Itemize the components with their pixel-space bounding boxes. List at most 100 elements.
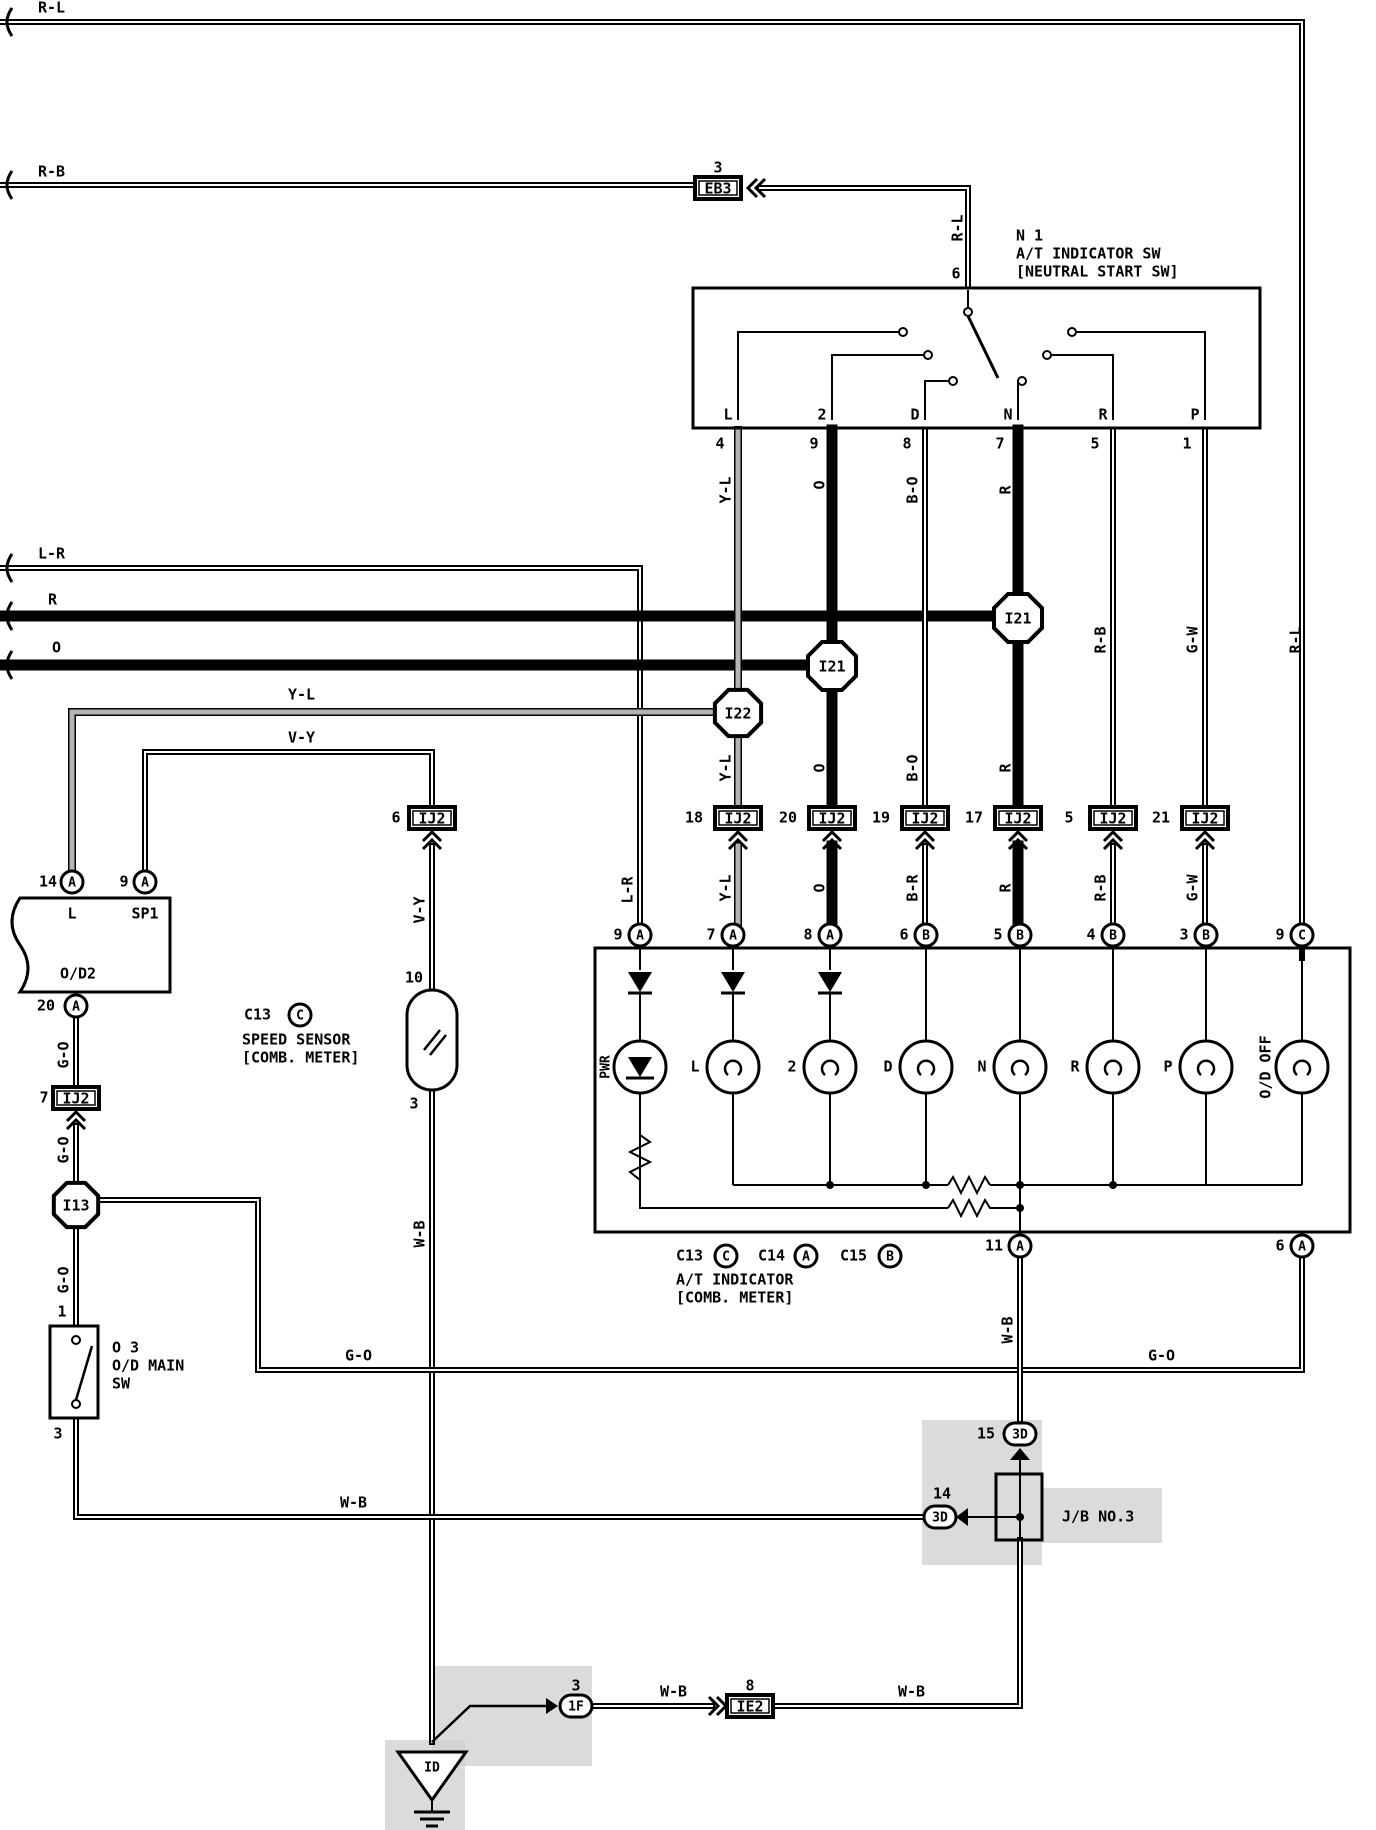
connector-box-inner [698, 180, 738, 196]
at-indicator [593, 946, 1352, 1234]
junction-dot [1109, 1181, 1117, 1189]
junction-dot [1016, 1513, 1024, 1521]
connector-letter: A [68, 876, 76, 891]
caption-c13: C13 [676, 1247, 703, 1265]
ground-arrow-icon [546, 1698, 558, 1714]
lamp-icon [802, 1039, 858, 1095]
caption-at-indicator: A/T INDICATOR [676, 1271, 794, 1289]
arrow-up-icon [1007, 837, 1029, 851]
connector-id: IJ2 [62, 1090, 89, 1108]
eb3-pin: 3 [713, 159, 722, 177]
resistor-icon [947, 1174, 991, 1196]
connector-letter: C [296, 1009, 304, 1024]
switch-contact-line [1017, 380, 1022, 420]
arrow-up-icon [727, 829, 749, 843]
speed-sensor-slash [423, 1029, 441, 1051]
speed-pin-bot: 3 [409, 1095, 418, 1113]
ecu-pin-l-num: 14 [39, 873, 57, 891]
od-sw-contact [71, 1399, 81, 1409]
arrow-up-icon [914, 829, 936, 843]
connector-letter: B [1202, 929, 1210, 944]
wire-w-b-jb-down [775, 1539, 1021, 1707]
resistor-pwr-icon [627, 1134, 948, 1209]
wire-label-w-b-ground-2: W-B [898, 1683, 925, 1701]
arrow-left-icon [745, 177, 759, 199]
arrow-up-icon [821, 837, 843, 851]
wire-l-r [0, 567, 641, 923]
connector-id: 3D [932, 1511, 948, 1526]
wire-label-g-o-bottom: G-O [345, 1347, 372, 1365]
arrow-up-icon [421, 837, 443, 851]
arrow-left-icon [753, 177, 767, 199]
wire-label-g-o-2: G-O [55, 1136, 73, 1163]
connector-id: IJ2 [818, 810, 845, 828]
speed-sensor-slash [429, 1034, 447, 1056]
connector-id: EB3 [704, 180, 731, 198]
switch-pin: 4 [715, 435, 724, 453]
connector-box-inner [1093, 810, 1133, 826]
od-sw-blade [74, 1345, 94, 1401]
switch-sub: [NEUTRAL START SW] [1016, 263, 1179, 281]
lamp-icon [1178, 1039, 1234, 1095]
wire-break-icon [5, 650, 14, 680]
ecu-label-sp1: SP1 [131, 905, 158, 923]
caption-c14: C14 [758, 1247, 785, 1265]
shaded-areas [385, 1420, 1162, 1830]
switch-terminal-R: R [1098, 406, 1108, 424]
wire-label-g-o-bottom-right: G-O [1148, 1347, 1175, 1365]
switch-terminal-P: P [1190, 406, 1199, 424]
jb-arrow-up-icon [1010, 1448, 1030, 1460]
connector-ij2-od [51, 1085, 101, 1111]
junction-dot [826, 1181, 834, 1189]
wire-label-lower: O [811, 883, 829, 892]
indicator-pin-num: 9 [1275, 926, 1284, 944]
ground-id: ID [424, 1761, 440, 1776]
connector-letter: A [141, 876, 149, 891]
switch-blade [966, 315, 1000, 379]
wire-label-upper: R-B [1092, 626, 1110, 653]
caption-comb-meter: [COMB. METER] [676, 1289, 793, 1307]
ecu-pin-od-num: 20 [37, 997, 55, 1015]
od-sw-sub: SW [112, 1375, 131, 1393]
indicator-od-pin: 6 [1275, 1237, 1284, 1255]
switch-contact [923, 350, 933, 360]
connector-letter: B [886, 1250, 894, 1265]
arrow-up-icon [821, 829, 843, 843]
lamp-icon [705, 1039, 761, 1095]
junction-i21-o [805, 639, 859, 693]
indicator-pin-num: 7 [706, 926, 715, 944]
wire-label-upper: Y-L [717, 476, 735, 503]
switch-contact-line [1072, 331, 1206, 420]
connector-letter: A [1016, 1240, 1024, 1255]
junction-id: I21 [818, 658, 845, 676]
wire-label-w-b-meter: W-B [999, 1316, 1017, 1343]
connector-letter: B [922, 929, 930, 944]
connector-1f-pin: 3 [571, 1677, 580, 1695]
jb-shade-label [1042, 1488, 1162, 1543]
components [5, 7, 1352, 1828]
led-triangle [628, 1057, 652, 1077]
lamp-label: P [1163, 1058, 1172, 1076]
ij2-pin: 20 [779, 809, 797, 827]
switch-terminal-T2: 2 [817, 406, 826, 424]
arrow-up-icon [1194, 829, 1216, 843]
connector-id: IJ2 [418, 810, 445, 828]
switch-terminal-N: N [1003, 406, 1012, 424]
wire-g-o-long [99, 1199, 1303, 1371]
connector-box-inner [1185, 810, 1225, 826]
speed-conn [287, 1002, 313, 1028]
wire-label-r-l-switch: R-L [949, 214, 967, 241]
switch-contact [1067, 327, 1077, 337]
switch-contact-line [924, 380, 953, 420]
connector-letter: A [1298, 1240, 1306, 1255]
connector-box-inner [905, 810, 945, 826]
arrow-up-icon [1007, 829, 1029, 843]
connector-letter: C [1298, 929, 1306, 944]
wire-label-l-r: L-R [38, 545, 66, 563]
speed-sensor-sub: [COMB. METER] [242, 1049, 359, 1067]
indicator-od-conn [1289, 1233, 1315, 1259]
connector-ij2 [713, 805, 763, 831]
connector-id: 3D [1012, 1428, 1028, 1443]
indicator-pin-num: 4 [1086, 926, 1095, 944]
